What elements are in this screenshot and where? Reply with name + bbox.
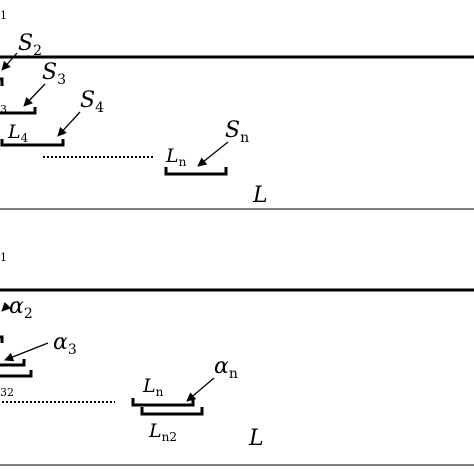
label-l-bottom: L bbox=[248, 426, 264, 451]
segment-ln-bottom bbox=[131, 398, 195, 407]
arrow-alpha3 bbox=[4, 342, 49, 362]
label-alphan: αn bbox=[214, 354, 238, 382]
segment-s3 bbox=[0, 107, 37, 115]
arrow-alphan bbox=[186, 377, 215, 402]
label-ln2: Ln2 bbox=[148, 420, 177, 444]
bottom-cut-label: 1 bbox=[0, 251, 7, 264]
label-l4: L4 bbox=[7, 121, 29, 145]
label-s3: S3 bbox=[42, 60, 66, 88]
segment-ln-top bbox=[164, 167, 228, 176]
arrow-s3 bbox=[23, 83, 46, 107]
label-ln-top: Ln bbox=[165, 145, 187, 169]
segment-alpha3-lower bbox=[0, 370, 33, 378]
segment-alpha3-upper bbox=[0, 359, 26, 367]
bottom-left-cut-label: 32 bbox=[0, 386, 14, 399]
segment-alpha2 bbox=[0, 335, 4, 343]
top-cut-label: 1 bbox=[0, 9, 7, 22]
label-s2: S2 bbox=[18, 31, 42, 59]
arrow-s4 bbox=[57, 111, 81, 137]
segment-l4 bbox=[0, 139, 65, 147]
label-sn: Sn bbox=[225, 118, 249, 146]
arrow-alpha2 bbox=[1, 301, 12, 312]
label-alpha3: α3 bbox=[53, 330, 77, 358]
top-left-cut-label: 3 bbox=[0, 103, 7, 116]
label-s4: S4 bbox=[80, 88, 104, 116]
label-alpha2: α2 bbox=[9, 294, 33, 322]
arrow-sn bbox=[197, 141, 229, 167]
segment-ln2 bbox=[140, 407, 204, 416]
label-ln-bottom: Ln bbox=[142, 375, 164, 399]
segment-s2 bbox=[0, 77, 4, 86]
label-l-top: L bbox=[252, 183, 268, 208]
top-panel: 1 S2 S3 3 S4 L4 Sn Ln L bbox=[0, 9, 474, 210]
bottom-panel: 1 α2 α3 32 αn Ln Ln2 L bbox=[0, 251, 474, 466]
